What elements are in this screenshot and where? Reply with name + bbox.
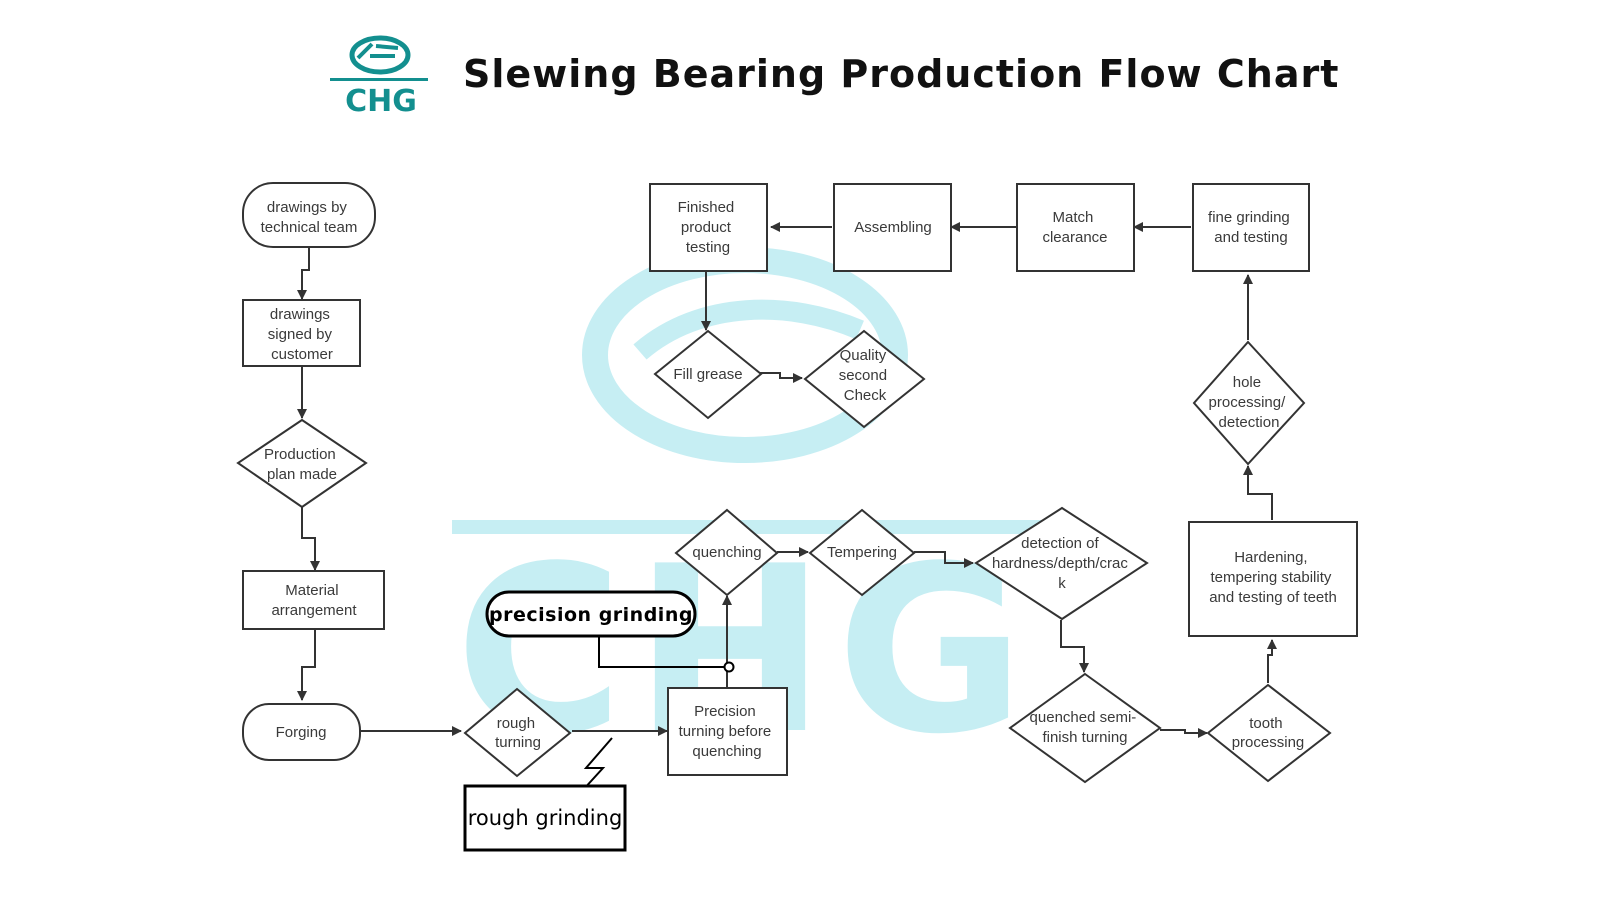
- svg-text:rough turning: rough turning: [495, 715, 541, 751]
- node-fill-grease: Fill grease: [653, 329, 763, 420]
- svg-text:Fill grease: Fill grease: [673, 366, 742, 383]
- node-precision-turning-before-quenching: Precision turning before quenching: [667, 687, 788, 776]
- node-match-clearance: Match clearance: [1016, 183, 1135, 272]
- edge-drawings-to-signed: [297, 245, 310, 300]
- callout-rough-grinding: rough grinding: [463, 737, 627, 852]
- svg-text:Hardening, tempering s: Hardening, tempering stability and testi…: [1209, 549, 1337, 606]
- node-hardening-tempering-stability: Hardening, tempering stability and testi…: [1188, 521, 1358, 637]
- svg-text:Tempering: Tempering: [827, 544, 897, 561]
- node-drawings-signed-by-customer: drawings signed by customer: [242, 299, 361, 367]
- node-detection-hardness-depth-crack: detection of hardness/depth/crac k: [974, 506, 1149, 621]
- edge-tooth-to-hardening: [1267, 639, 1277, 683]
- logo-text: CHG: [345, 84, 417, 119]
- svg-text:Assembling: Assembling: [854, 219, 932, 236]
- svg-text:Quality second: Quality second Check: [839, 347, 892, 404]
- svg-text:detection of hardness/: detection of hardness/depth/crac k: [992, 535, 1132, 592]
- nodes: drawings by technical team drawings sign…: [236, 182, 1358, 784]
- node-drawings-by-technical-team: drawings by technical team: [242, 182, 376, 248]
- node-tempering: Tempering: [808, 508, 916, 597]
- rough-grinding-label: rough grinding: [468, 806, 623, 830]
- node-quality-second-check: Quality second Check: [803, 329, 926, 429]
- callout-leader: [598, 632, 727, 668]
- svg-text:hole processing/: hole processing/ detection: [1209, 374, 1290, 431]
- node-forging: Forging: [242, 703, 361, 761]
- page-title: Slewing Bearing Production Flow Chart: [463, 52, 1339, 96]
- edge-material-to-forging: [297, 630, 316, 701]
- node-tooth-processing: tooth processing: [1206, 683, 1332, 783]
- edge-tempering-to-detection: [914, 551, 974, 568]
- node-fine-grinding-and-testing: fine grinding and testing: [1192, 183, 1310, 272]
- edge-detection-to-semi: [1060, 620, 1089, 673]
- edge-plan-to-material: [301, 505, 320, 571]
- node-hole-processing-detection: hole processing/ detection: [1192, 340, 1306, 466]
- edge-semi-to-tooth: [1160, 728, 1208, 738]
- node-finished-product-testing: Finished product testing: [649, 183, 768, 272]
- svg-text:drawings by technical: drawings by technical team: [261, 199, 358, 236]
- svg-text:Finished product: Finished product testing: [678, 199, 739, 256]
- node-quenched-semi-finish-turning: quenched semi- finish turning: [1008, 672, 1162, 784]
- node-production-plan-made: Production plan made: [236, 418, 368, 509]
- edges: [297, 222, 1277, 738]
- node-rough-turning: rough turning: [463, 687, 572, 778]
- node-material-arrangement: Material arrangement: [242, 570, 385, 630]
- svg-text:drawings signed by: drawings signed by customer: [268, 306, 336, 363]
- node-assembling: Assembling: [833, 183, 952, 272]
- node-quenching: quenching: [674, 508, 779, 597]
- callout-precision-grinding: precision grinding: [485, 590, 735, 673]
- svg-text:fine grinding and test: fine grinding and testing: [1208, 209, 1294, 246]
- callout-anchor: [723, 661, 735, 673]
- header: CHG Slewing Bearing Production Flow Char…: [330, 35, 1339, 119]
- chg-logo: CHG: [330, 35, 428, 119]
- edge-hardening-to-hole: [1243, 465, 1273, 520]
- svg-text:quenching: quenching: [692, 544, 761, 561]
- edge-fill-to-quality: [758, 372, 803, 383]
- svg-text:Match clearance: Match clearance: [1042, 209, 1107, 246]
- svg-text:quenched semi- finish: quenched semi- finish turning: [1030, 709, 1141, 746]
- svg-text:tooth processing: tooth processing: [1232, 715, 1305, 751]
- svg-text:Production plan made: Production plan made: [264, 446, 340, 483]
- svg-text:Forging: Forging: [276, 724, 327, 741]
- precision-grinding-label: precision grinding: [489, 604, 693, 626]
- svg-text:Precision turning befo: Precision turning before quenching: [679, 703, 776, 760]
- svg-text:Material arrangement: Material arrangement: [271, 582, 357, 619]
